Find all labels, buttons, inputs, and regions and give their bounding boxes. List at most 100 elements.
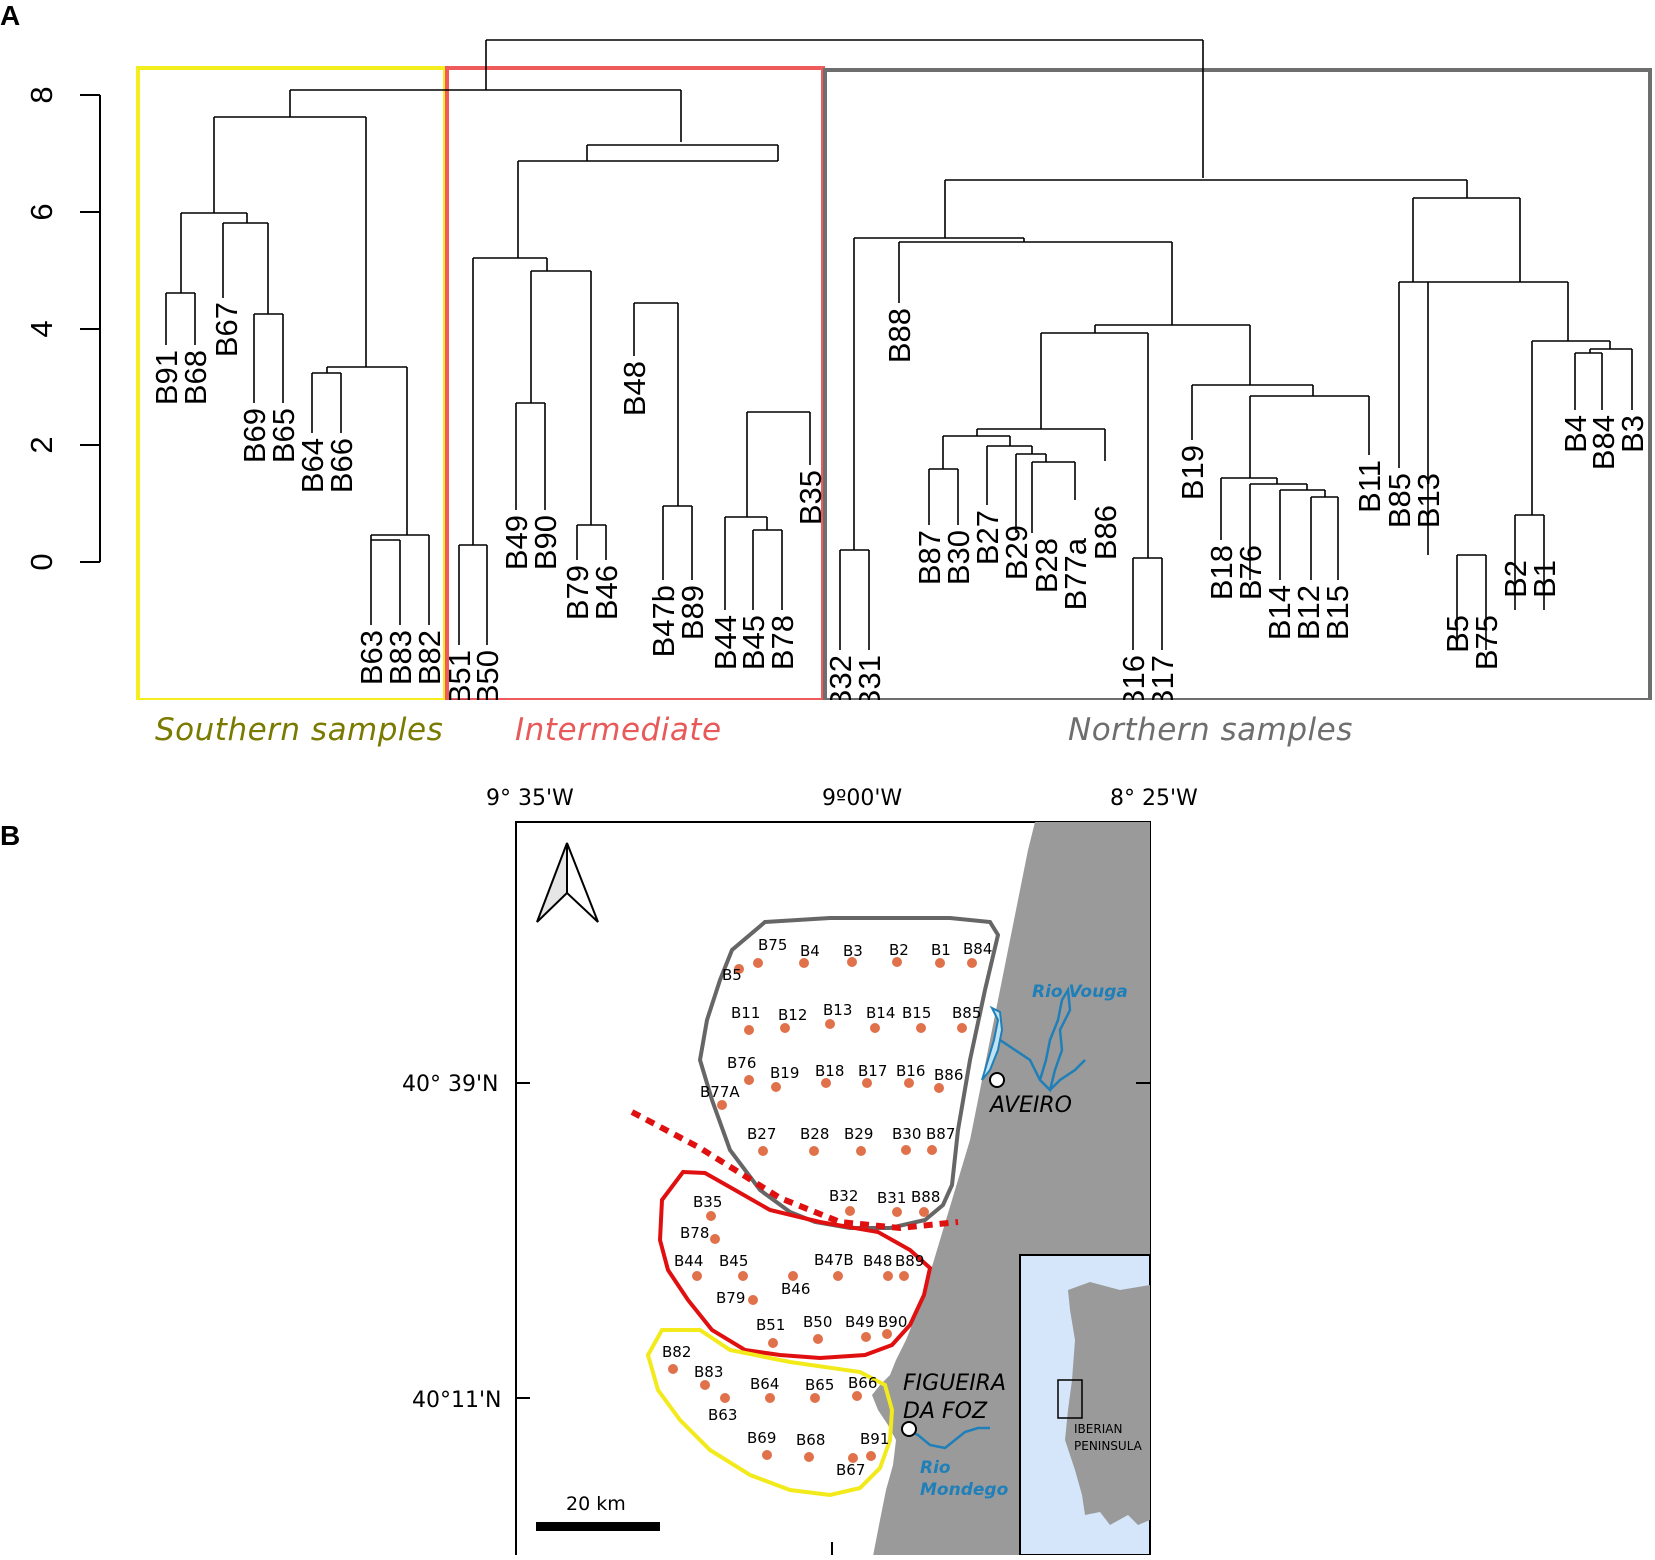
y-tick-4: 4 (24, 320, 59, 337)
leaf-label: B82 (412, 630, 447, 685)
sample-point-marker (862, 1078, 872, 1088)
sample-point-marker (892, 1207, 902, 1217)
leaf-label: B78 (765, 615, 800, 670)
sample-point-marker (813, 1334, 823, 1344)
sample-point-marker (882, 1329, 892, 1339)
sample-point-label: B19 (770, 1064, 799, 1082)
sample-point-label: B63 (708, 1406, 737, 1424)
sample-point-label: B64 (750, 1375, 779, 1393)
leaf-label: B88 (882, 308, 917, 363)
leaf-label: B45 (736, 615, 771, 670)
sample-point-label: B17 (858, 1062, 887, 1080)
sample-point-marker (847, 957, 857, 967)
sample-point-label: B85 (952, 1004, 981, 1022)
northern-samples-label: Northern samples (1068, 712, 1353, 748)
sample-point-label: B48 (863, 1252, 892, 1270)
leaf-label: B19 (1175, 445, 1210, 500)
leaf-label: B84 (1586, 415, 1621, 470)
sample-point-marker (706, 1211, 716, 1221)
sample-point-marker (780, 1023, 790, 1033)
sample-point-marker (901, 1145, 911, 1155)
latitude-label-south: 40°11'N (412, 1388, 502, 1413)
y-tick-2: 2 (24, 436, 59, 453)
sample-point-marker (845, 1206, 855, 1216)
sample-point-marker (919, 1207, 929, 1217)
leaf-label: B35 (793, 470, 828, 525)
sample-point-label: B1 (931, 941, 951, 959)
sample-point-marker (758, 1146, 768, 1156)
leaf-label: B91 (149, 350, 184, 405)
leaf-label: B65 (266, 408, 301, 463)
leaf-label: B31 (852, 655, 887, 700)
y-axis (80, 94, 101, 563)
rio-mondego-line (904, 1426, 990, 1450)
sample-point-label: B31 (877, 1189, 906, 1207)
sample-point-marker (738, 1271, 748, 1281)
sample-point-marker (916, 1023, 926, 1033)
sample-point-marker (856, 1146, 866, 1156)
sample-point-marker (861, 1332, 871, 1342)
sample-point-marker (935, 958, 945, 968)
sample-point-label: B50 (803, 1313, 832, 1331)
sample-point-label: B76 (727, 1054, 756, 1072)
inset-label-iberian: IBERIAN (1074, 1422, 1122, 1436)
rio-vouga-label: Rio Vouga (1032, 982, 1128, 1002)
leaf-label: B66 (324, 438, 359, 493)
y-tick-labels: 0 2 4 6 8 (24, 86, 59, 570)
sample-point-marker (765, 1393, 775, 1403)
sample-point-label: B28 (800, 1125, 829, 1143)
leaf-label: B30 (941, 530, 976, 585)
sample-point-label: B15 (902, 1004, 931, 1022)
north-arrow-icon (536, 842, 599, 923)
intermediate-label: Intermediate (515, 712, 722, 748)
sample-point-label: B4 (800, 942, 820, 960)
rio-vouga-line (999, 986, 1086, 1093)
sample-point-marker (899, 1271, 909, 1281)
sample-point-marker (833, 1271, 843, 1281)
leaf-label: B85 (1382, 473, 1417, 528)
leaf-label: B79 (560, 565, 595, 620)
leaf-label: B69 (237, 408, 272, 463)
sample-point-marker (825, 1019, 835, 1029)
sample-point-label: B16 (896, 1062, 925, 1080)
sample-point-marker (904, 1078, 914, 1088)
sample-point-label: B84 (963, 940, 992, 958)
leaf-label: B5 (1440, 615, 1475, 653)
leaf-label: B32 (823, 655, 858, 700)
panel-a-label: A (0, 0, 21, 31)
sample-point-marker (788, 1271, 798, 1281)
sample-point-label: B13 (823, 1001, 852, 1019)
sample-point-label: B89 (895, 1252, 924, 1270)
sample-point-label: B91 (860, 1430, 889, 1448)
leaf-label: B77a (1058, 537, 1093, 610)
figueira-label: FIGUEIRA (903, 1371, 1006, 1396)
sample-point-marker (883, 1271, 893, 1281)
leaf-label: B75 (1469, 615, 1504, 670)
y-tick-8: 8 (24, 86, 59, 103)
sample-point-marker (848, 1453, 858, 1463)
sample-point-label: B90 (878, 1313, 907, 1331)
sample-point-label: B46 (781, 1280, 810, 1298)
sample-point-label: B32 (829, 1187, 858, 1205)
inset-label-peninsula: PENINSULA (1074, 1439, 1143, 1453)
leaf-label: B68 (178, 350, 213, 405)
sample-point-marker (967, 958, 977, 968)
sample-point-marker (744, 1075, 754, 1085)
sample-point-label: B44 (674, 1252, 703, 1270)
sample-point-label: B51 (756, 1316, 785, 1334)
sample-point-marker (720, 1393, 730, 1403)
sample-point-label: B79 (716, 1289, 745, 1307)
sampling-map: 20 km AVEIRO FIGUEIRA DA FOZ Rio Vouga R… (515, 821, 1151, 1555)
sample-point-label: B77A (700, 1083, 740, 1101)
sample-point-label: B2 (889, 941, 909, 959)
longitude-label-center: 9º00'W (822, 786, 903, 811)
leaf-label: B1 (1527, 560, 1562, 598)
leaf-label: B64 (295, 438, 330, 493)
sample-point-label: B68 (796, 1431, 825, 1449)
sample-point-label: B35 (693, 1193, 722, 1211)
leaf-label: B76 (1233, 545, 1268, 600)
leaf-labels: B91 B68 B67 B69 B65 B64 B66 B63 B83 B82 … (149, 302, 1650, 700)
sample-point-label: B86 (934, 1066, 963, 1084)
leaf-label: B87 (912, 530, 947, 585)
